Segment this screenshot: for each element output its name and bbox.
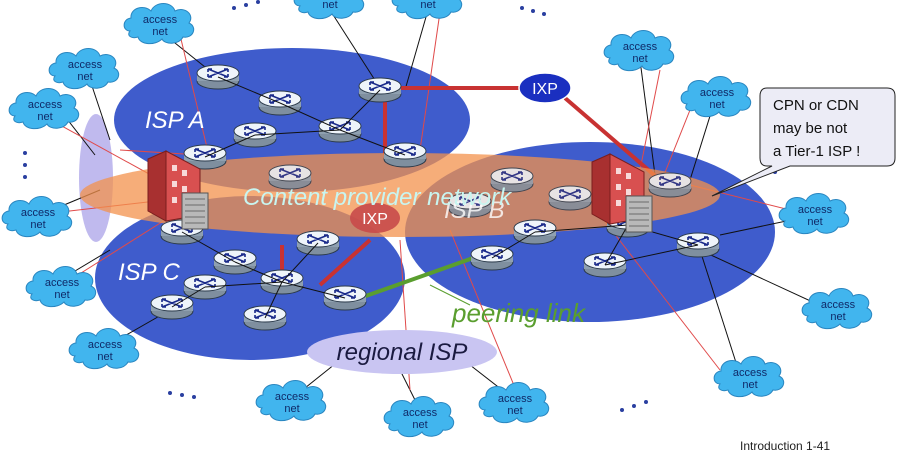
slide-footer: Introduction 1-41	[740, 439, 830, 453]
svg-text:access: access	[498, 393, 533, 405]
svg-text:net: net	[97, 351, 112, 363]
svg-text:access: access	[88, 339, 123, 351]
callout-cpn-cdn: CPN or CDN may be not a Tier-1 ISP !	[711, 87, 896, 197]
svg-text:access: access	[403, 407, 438, 419]
svg-text:net: net	[322, 0, 337, 11]
svg-text:net: net	[507, 405, 522, 417]
svg-text:net: net	[37, 111, 52, 123]
svg-text:net: net	[152, 26, 167, 38]
svg-text:net: net	[77, 71, 92, 83]
svg-text:access: access	[623, 41, 658, 53]
isp-a-label: ISP A	[145, 107, 205, 134]
callout-line-1: CPN or CDN	[773, 97, 859, 114]
red-thin-links	[34, 11, 811, 401]
svg-text:net: net	[30, 219, 45, 231]
isp-c-label: ISP C	[118, 259, 180, 286]
svg-text:access: access	[798, 204, 833, 216]
svg-text:net: net	[632, 53, 647, 65]
isp-b-label: ISP B	[444, 197, 504, 224]
isp-a-links	[204, 76, 406, 158]
content-provider-label: Content provider network	[243, 184, 513, 211]
svg-text:access: access	[700, 87, 735, 99]
ellipsis-dots	[23, 0, 777, 412]
svg-text:access: access	[821, 299, 856, 311]
svg-text:access: access	[28, 99, 63, 111]
callout-line-2: may be not	[773, 120, 848, 137]
svg-text:net: net	[830, 311, 845, 323]
isp-c-links	[171, 231, 346, 319]
svg-text:net: net	[709, 99, 724, 111]
svg-text:net: net	[420, 0, 435, 11]
svg-text:access: access	[68, 59, 103, 71]
svg-text:net: net	[807, 216, 822, 228]
peering-link-label: peering link	[451, 298, 587, 328]
ixp-top-label: IXP	[532, 81, 558, 98]
svg-text:access: access	[45, 277, 80, 289]
peering-link-line	[359, 250, 491, 300]
svg-text:access: access	[143, 14, 178, 26]
svg-text:access: access	[21, 207, 56, 219]
svg-text:access: access	[733, 367, 768, 379]
regional-isp: regional ISP	[307, 330, 497, 374]
ixp-top: IXP	[518, 72, 572, 104]
peering-label-leader	[429, 284, 471, 306]
content-provider-network	[80, 153, 720, 237]
callout-line-3: a Tier-1 ISP !	[773, 143, 860, 160]
svg-text:net: net	[54, 289, 69, 301]
svg-text:net: net	[284, 403, 299, 415]
ixp-mid-label: IXP	[362, 211, 388, 228]
svg-text:net: net	[742, 379, 757, 391]
svg-text:access: access	[275, 391, 310, 403]
svg-text:net: net	[412, 419, 427, 431]
access-net-cloud: net	[391, 0, 463, 20]
access-net-cloud: net	[293, 0, 365, 20]
regional-isp-label: regional ISP	[337, 339, 468, 366]
ixp-mid: IXP	[350, 203, 400, 233]
